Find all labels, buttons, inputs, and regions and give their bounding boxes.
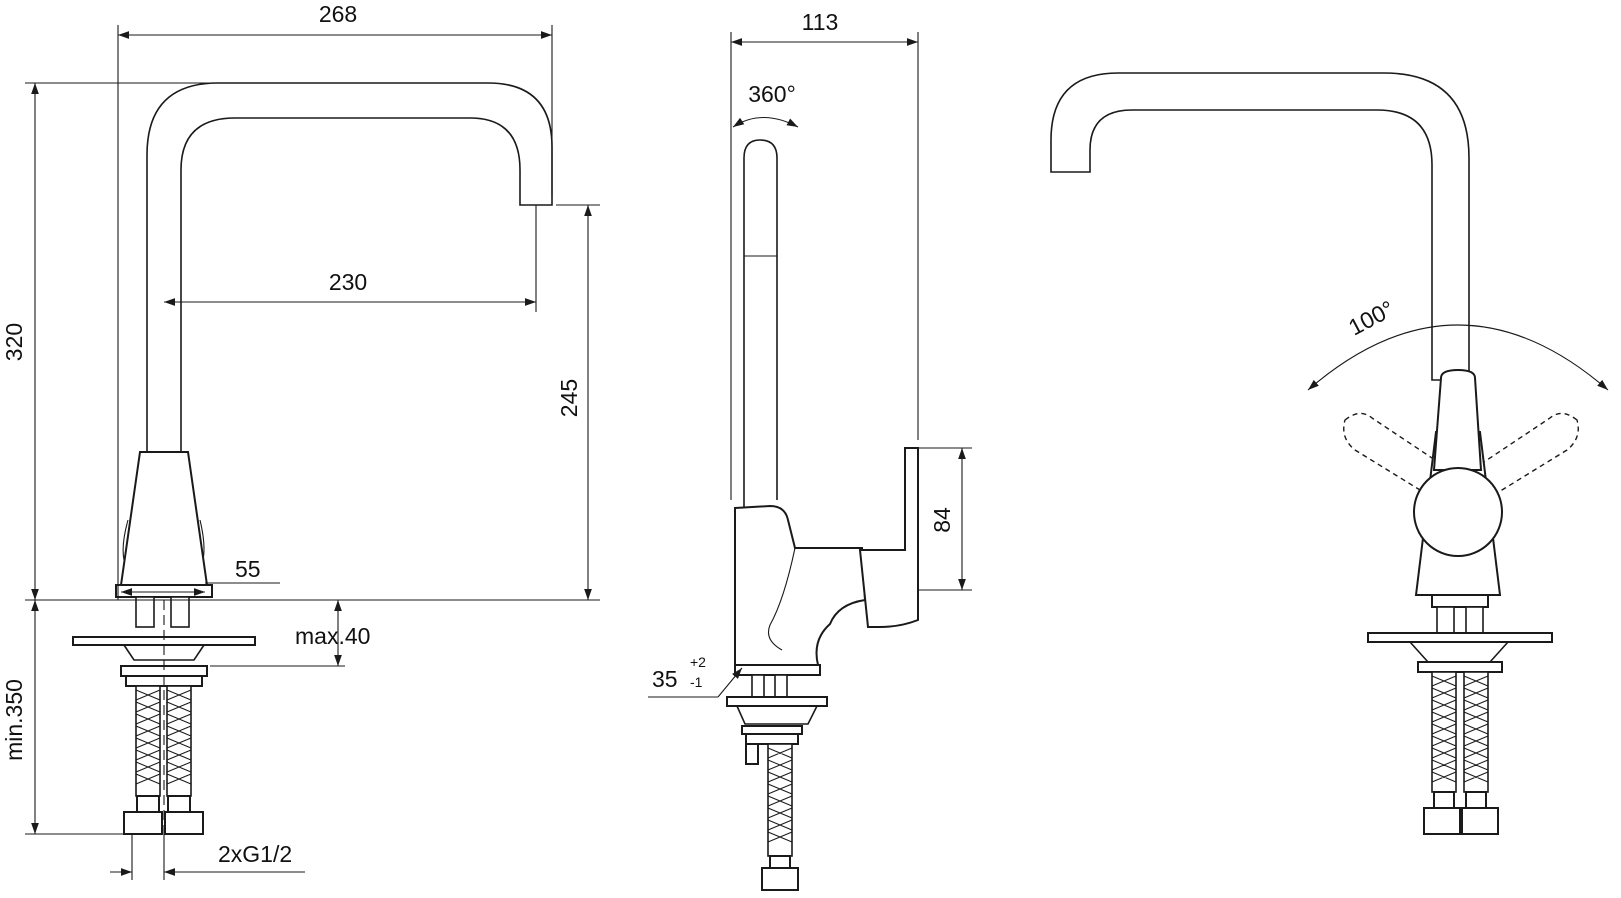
- lever-angle-label: 100°: [1344, 295, 1398, 340]
- connection-thread-label: 2xG1/2: [218, 841, 292, 867]
- front-view: 268 320 230 245 55 max.40 min.350 2xG1/: [1, 1, 600, 880]
- width-dimension-label: 268: [319, 1, 357, 27]
- side-spout: [743, 139, 778, 508]
- rear-view: 100°: [1050, 72, 1609, 835]
- rear-hoses: [1423, 671, 1499, 835]
- height-dimension-label: 320: [1, 323, 27, 361]
- lever-height-label: 84: [929, 507, 955, 533]
- hose-length-label: min.350: [1, 679, 27, 761]
- hole-tolerance-plus: +2: [690, 654, 706, 670]
- rotation-label: 360°: [748, 81, 796, 107]
- reach-dimension-label: 230: [329, 269, 367, 295]
- front-spout: [146, 82, 553, 452]
- side-lever: [858, 447, 919, 628]
- spout-height-dimension-label: 245: [556, 379, 582, 417]
- depth-dimension-label: 113: [802, 9, 839, 35]
- front-mounting-plate: [72, 636, 256, 646]
- front-hoses: [123, 685, 204, 835]
- hole-tolerance-minus: -1: [690, 674, 703, 690]
- side-hose: [761, 743, 799, 891]
- side-body: [734, 504, 867, 666]
- mount-thickness-label: max.40: [295, 623, 370, 649]
- hole-diameter-label: 35: [652, 666, 678, 692]
- front-body: [119, 451, 209, 586]
- base-diameter-label: 55: [235, 556, 261, 582]
- rear-lever: [1432, 368, 1483, 471]
- rear-spout: [1050, 72, 1470, 381]
- side-view: 113 360° 84 35 +2 -1: [648, 9, 972, 891]
